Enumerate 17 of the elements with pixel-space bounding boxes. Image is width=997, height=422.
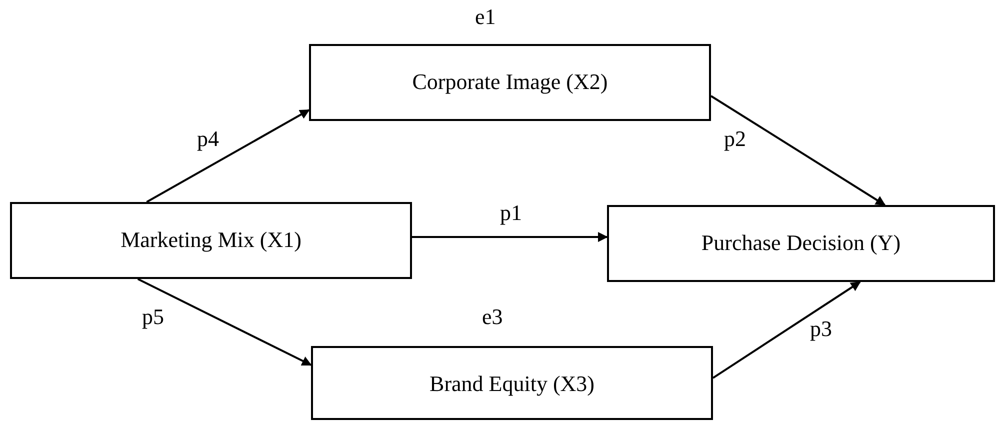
- arrow: [137, 278, 312, 366]
- error-term-label: e3: [482, 306, 503, 328]
- box-label: Brand Equity (X3): [430, 370, 594, 398]
- variable-box: [10, 202, 412, 279]
- box-label: Marketing Mix (X1): [120, 226, 302, 254]
- variable-box: [309, 44, 711, 121]
- edge-label: p3: [808, 318, 834, 340]
- arrow: [412, 232, 608, 242]
- error-term-label: e1: [475, 6, 496, 28]
- box-label: Corporate Image (X2): [412, 68, 608, 96]
- variable-box: [607, 205, 995, 282]
- arrow: [710, 95, 886, 206]
- arrow: [146, 109, 310, 203]
- box-label: Purchase Decision (Y): [701, 229, 901, 256]
- variable-box: [311, 346, 713, 420]
- edge-label: p2: [722, 128, 748, 150]
- arrow: [712, 281, 861, 379]
